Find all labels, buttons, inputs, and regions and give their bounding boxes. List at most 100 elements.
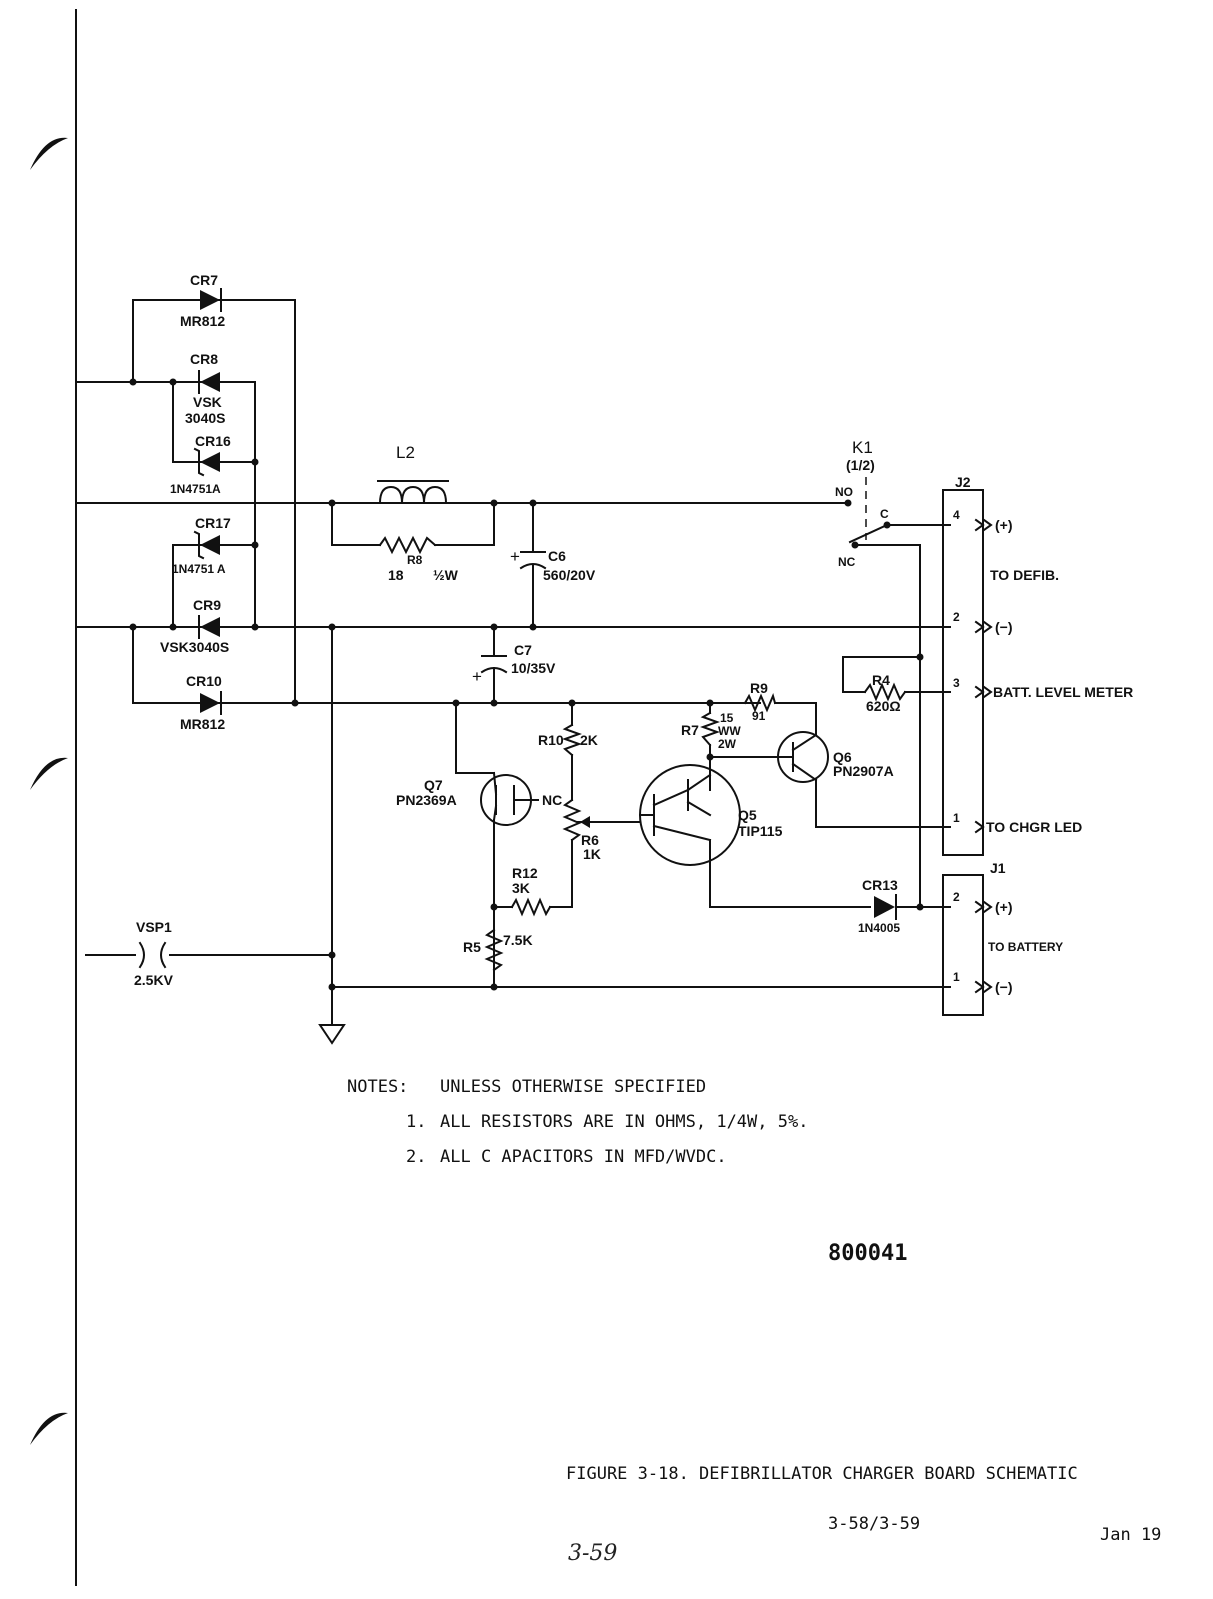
- j2-pin1-signal: TO CHGR LED: [986, 819, 1082, 835]
- cr13-diode: CR13 1N4005: [858, 877, 900, 935]
- note-2-text: ALL C APACITORS IN MFD/WVDC.: [440, 1147, 727, 1167]
- j1-pin2-signal: (+): [995, 899, 1013, 915]
- c6-ref: C6: [548, 548, 566, 564]
- r6-value: 1K: [583, 846, 601, 862]
- k1-part: (1/2): [846, 457, 875, 473]
- q5-transistor: Q5 TIP115: [639, 764, 783, 866]
- cr17-value: 1N4751 A: [172, 562, 226, 576]
- l2-inductor: L2: [331, 443, 449, 505]
- q5-ref: Q5: [738, 807, 757, 823]
- r12-resistor: R12 3K: [510, 865, 552, 917]
- j2-pin3-signal: BATT. LEVEL METER: [993, 684, 1133, 700]
- cr9-diode: CR9 VSK3040S: [160, 597, 229, 655]
- j1-pin1-signal: (−): [995, 979, 1013, 995]
- r10-resistor: R10 2K: [538, 723, 598, 757]
- j2-pin1-num: 1: [953, 811, 960, 825]
- r12-ref: R12: [512, 865, 538, 881]
- cr8-value-1: VSK: [193, 394, 222, 410]
- j2-pin2-signal: (−): [995, 619, 1013, 635]
- k1-relay: K1 (1/2) NO C NC: [835, 438, 889, 569]
- cr13-value: 1N4005: [858, 921, 900, 935]
- cr8-ref: CR8: [190, 351, 218, 367]
- q6-value: PN2907A: [833, 763, 894, 779]
- note-2-num: 2.: [406, 1147, 426, 1167]
- j2-group-label: TO DEFIB.: [990, 567, 1059, 583]
- j2-pin4-signal: (+): [995, 517, 1013, 533]
- c7-value: 10/35V: [511, 660, 556, 676]
- cr7-diode: CR7 MR812: [180, 272, 225, 329]
- k1-c: C: [880, 507, 889, 521]
- q7-ref: Q7: [424, 777, 443, 793]
- r9-resistor: R9 91: [743, 680, 777, 723]
- c6-capacitor: + C6 560/20V: [510, 547, 596, 583]
- l2-ref: L2: [396, 443, 415, 462]
- handwritten-page-number: 3-59: [568, 1541, 617, 1566]
- q7-transistor: NC Q7 PN2369A: [396, 771, 562, 826]
- cr10-value: MR812: [180, 716, 225, 732]
- j2-pin3-num: 3: [953, 676, 960, 690]
- c7-ref: C7: [514, 642, 532, 658]
- svg-text:+: +: [510, 547, 520, 566]
- note-1-text: ALL RESISTORS ARE IN OHMS, 1/4W, 5%.: [440, 1112, 808, 1132]
- j1-connector: J1 2 (+) TO BATTERY 1 (−): [942, 860, 1063, 1016]
- notes-intro: UNLESS OTHERWISE SPECIFIED: [440, 1077, 706, 1097]
- page-number: 3-58/3-59: [828, 1514, 920, 1534]
- r4-value: 620Ω: [866, 698, 901, 714]
- vsp1-spark-gap: VSP1 2.5KV: [134, 919, 174, 988]
- cr10-diode: CR10 MR812: [180, 673, 225, 732]
- r9-value: 91: [752, 709, 766, 723]
- r6-ref: R6: [581, 832, 599, 848]
- wiring: [75, 299, 951, 1026]
- q7-nc: NC: [542, 792, 562, 808]
- r7-value2: WW: [718, 724, 741, 738]
- j1-group-label: TO BATTERY: [988, 940, 1063, 954]
- figure-caption: FIGURE 3-18. DEFIBRILLATOR CHARGER BOARD…: [566, 1464, 1078, 1484]
- cr16-zener: CR16 1N4751A: [170, 433, 231, 496]
- j2-ref: J2: [955, 474, 971, 490]
- cr8-diode: CR8 VSK 3040S: [185, 351, 225, 426]
- r8-value: 18: [388, 567, 404, 583]
- cr16-ref: CR16: [195, 433, 231, 449]
- cr13-ref: CR13: [862, 877, 898, 893]
- cr16-value: 1N4751A: [170, 482, 221, 496]
- vsp1-ref: VSP1: [136, 919, 172, 935]
- j2-connector: J2 4 (+) TO DEFIB. 2 (−) 3 BATT. LEVEL M…: [942, 474, 1133, 856]
- cr17-ref: CR17: [195, 515, 231, 531]
- r10-ref: R10: [538, 732, 564, 748]
- notes-block: NOTES: UNLESS OTHERWISE SPECIFIED 1. ALL…: [347, 1077, 808, 1167]
- q6-transistor: Q6 PN2907A: [777, 731, 894, 783]
- cr17-zener: CR17 1N4751 A: [172, 515, 231, 576]
- r7-value1: 15: [720, 711, 734, 725]
- note-1-num: 1.: [406, 1112, 426, 1132]
- r8-ref: R8: [407, 553, 423, 567]
- binder-hole-mark: [30, 137, 68, 170]
- date-stamp: Jan 19: [1100, 1525, 1161, 1545]
- cr9-value: VSK3040S: [160, 639, 229, 655]
- cr8-value-2: 3040S: [185, 410, 225, 426]
- notes-heading: NOTES:: [347, 1077, 408, 1097]
- cr10-ref: CR10: [186, 673, 222, 689]
- cr7-value: MR812: [180, 313, 225, 329]
- r8-resistor: R8 18 ½W: [378, 535, 459, 583]
- k1-no: NO: [835, 485, 853, 499]
- j2-pin2-num: 2: [953, 610, 960, 624]
- r4-resistor: R4 620Ω: [863, 672, 907, 714]
- j2-pin4-num: 4: [953, 508, 960, 522]
- q6-ref: Q6: [833, 749, 852, 765]
- r5-resistor: R5 7.5K: [463, 906, 533, 972]
- r5-ref: R5: [463, 939, 481, 955]
- binder-hole-mark: [30, 757, 68, 790]
- r8-rating: ½W: [433, 567, 459, 583]
- r12-value: 3K: [512, 880, 530, 896]
- k1-nc: NC: [838, 555, 856, 569]
- svg-text:+: +: [472, 667, 482, 686]
- vsp1-value: 2.5KV: [134, 972, 174, 988]
- cr7-ref: CR7: [190, 272, 218, 288]
- r9-ref: R9: [750, 680, 768, 696]
- q5-value: TIP115: [738, 823, 783, 839]
- r7-value3: 2W: [718, 737, 737, 751]
- q7-value: PN2369A: [396, 792, 457, 808]
- k1-ref: K1: [852, 438, 873, 457]
